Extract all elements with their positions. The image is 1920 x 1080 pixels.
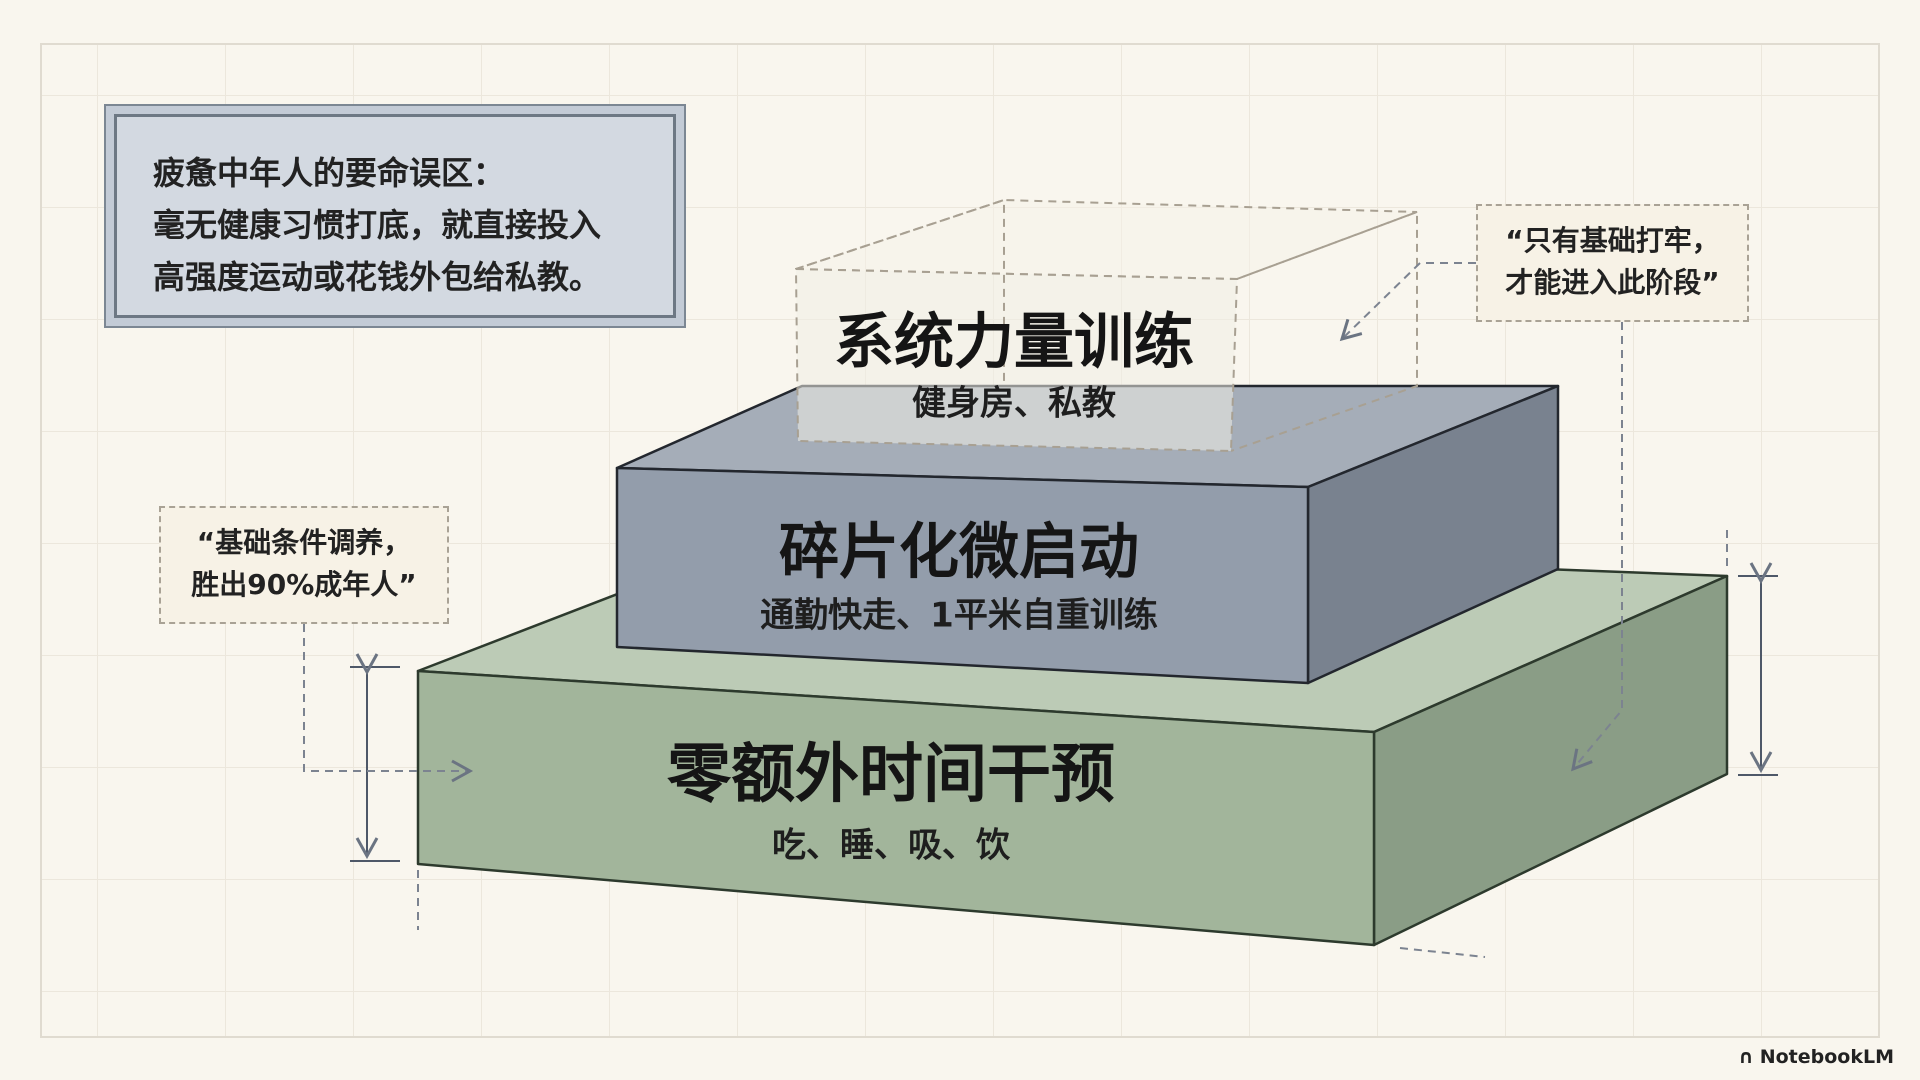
notebooklm-logo: ∩ NotebookLM <box>1738 1046 1894 1068</box>
leader-line-left <box>303 624 474 783</box>
callout-top-right-line-2: 才能进入此阶段” <box>1505 266 1720 299</box>
warning-line-2: 毫无健康习惯打底，就直接投入 <box>153 206 602 244</box>
callout-left-line-2: 胜出90%成年人” <box>191 568 417 601</box>
leader-line-top <box>1339 262 1476 342</box>
tier-middle-subtitle: 通勤快走、1平米自重训练 <box>760 595 1158 636</box>
dimension-arrow-right <box>1738 562 1778 776</box>
notebooklm-logo-icon: ∩ <box>1738 1046 1754 1068</box>
callout-left: “基础条件调养， 胜出90%成年人” <box>159 506 449 624</box>
tier-top-title: 系统力量训练 <box>834 307 1194 378</box>
warning-line-3: 高强度运动或花钱外包给私教。 <box>153 258 602 296</box>
callout-top-right-line-1: “只有基础打牢， <box>1505 224 1720 257</box>
tier-top-block <box>794 198 1418 453</box>
warning-box: 疲惫中年人的要命误区： 毫无健康习惯打底，就直接投入 高强度运动或花钱外包给私教… <box>104 104 686 328</box>
callout-top-right: “只有基础打牢， 才能进入此阶段” <box>1476 204 1749 322</box>
tier-top-front-face <box>794 267 1239 453</box>
tier-top-top-face <box>795 198 1418 281</box>
tier-base-front-face <box>416 669 1376 947</box>
tier-top-subtitle: 健身房、私教 <box>912 383 1116 424</box>
tier-base-subtitle: 吃、睡、吸、饮 <box>772 825 1010 866</box>
tier-base-title: 零额外时间干预 <box>667 738 1115 812</box>
callout-left-line-1: “基础条件调养， <box>196 526 412 559</box>
dimension-arrow-left <box>350 653 400 862</box>
notebooklm-logo-text: NotebookLM <box>1759 1046 1894 1068</box>
tier-middle-front-face <box>615 466 1310 685</box>
tier-middle-title: 碎片化微启动 <box>779 517 1139 588</box>
warning-line-1: 疲惫中年人的要命误区： <box>153 154 506 192</box>
leader-line-right <box>1571 322 1623 772</box>
